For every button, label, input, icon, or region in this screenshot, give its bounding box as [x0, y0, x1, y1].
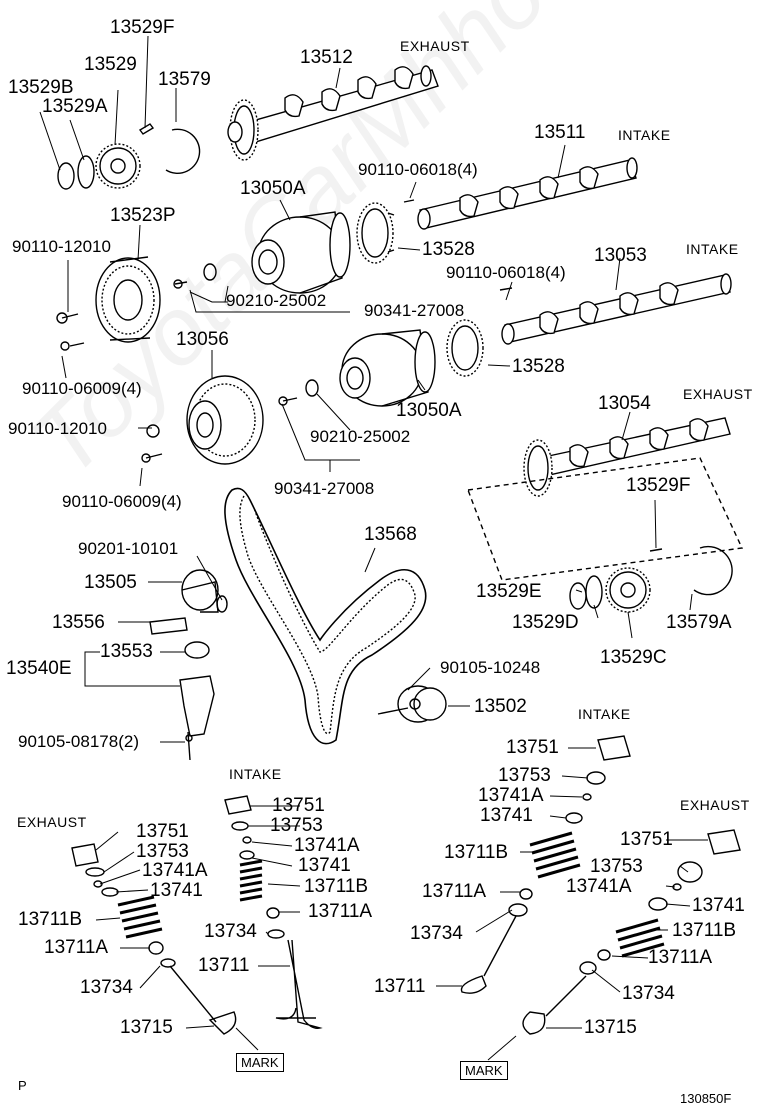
part-label: 13741 — [480, 805, 533, 826]
part-label: 13529F — [110, 17, 175, 38]
part-label: 13511 — [534, 122, 586, 143]
part-label: 13715 — [584, 1017, 637, 1038]
tag-intake-mid: INTAKE — [686, 241, 739, 257]
part-label: 90105-08178(2) — [18, 732, 139, 751]
part-label: 13711A — [648, 947, 713, 968]
footer-left: P — [18, 1078, 27, 1093]
tag-exhaust-mid: EXHAUST — [683, 386, 753, 402]
part-label: 90105-10248 — [440, 658, 541, 677]
part-label: 13529E — [476, 581, 542, 602]
tag-exhaust-top: EXHAUST — [400, 38, 470, 54]
footer-figure-code: 130850F — [680, 1091, 732, 1106]
part-label: 90341-27008 — [364, 301, 465, 320]
part-label: 13753 — [498, 765, 551, 786]
tag-intake-valve-right: INTAKE — [578, 706, 631, 722]
part-label: 13753 — [270, 815, 323, 836]
part-label: 13505 — [84, 572, 137, 593]
mark-box-left: MARK — [236, 1053, 284, 1072]
part-label: 13056 — [176, 329, 229, 350]
part-label: 90201-10101 — [78, 539, 179, 558]
part-label: 90110-12010 — [12, 237, 111, 256]
part-label: 13711B — [672, 920, 737, 941]
part-label: 13053 — [594, 245, 647, 266]
part-label: 13529D — [512, 612, 579, 633]
part-label: 13529B — [8, 77, 74, 98]
part-label: 90110-12010 — [8, 419, 107, 438]
vvt-13050A-lower — [339, 329, 436, 407]
part-label: 13054 — [598, 393, 651, 414]
part-label: 13553 — [100, 641, 153, 662]
part-label: 13528 — [422, 239, 475, 260]
part-label: 13528 — [512, 356, 565, 377]
tag-exhaust-valve-left: EXHAUST — [17, 814, 87, 830]
part-label: 90341-27008 — [274, 479, 375, 498]
part-label: 13711B — [18, 909, 83, 930]
part-label: 13751 — [272, 795, 325, 816]
valve-set-intake-right — [460, 735, 631, 994]
part-label: 13523P — [110, 205, 176, 226]
tag-intake-top: INTAKE — [618, 127, 671, 143]
part-label: 90110-06018(4) — [358, 160, 478, 179]
part-label: 90110-06018(4) — [446, 263, 566, 282]
part-label: 13502 — [474, 696, 527, 717]
camshaft-13512 — [227, 65, 439, 161]
part-label: 90210-25002 — [226, 291, 327, 310]
part-label: 13540E — [6, 658, 72, 679]
part-label: 13568 — [364, 524, 417, 545]
part-label: 13529C — [600, 647, 667, 668]
part-label: 13556 — [52, 612, 105, 633]
part-label: 13711B — [304, 876, 369, 897]
part-label: 13711B — [444, 842, 509, 863]
part-label: 13050A — [396, 400, 462, 421]
part-label: 13741 — [150, 880, 203, 901]
part-label: 13741A — [478, 785, 544, 806]
part-label: 13741A — [142, 860, 208, 881]
camshaft-13511 — [417, 157, 638, 230]
part-label: 13529 — [84, 54, 137, 75]
tag-intake-valve-mid: INTAKE — [229, 766, 282, 782]
part-label: 90110-06009(4) — [22, 379, 142, 398]
tag-exhaust-valve-right: EXHAUST — [680, 797, 750, 813]
part-label: 13050A — [240, 178, 306, 199]
part-label: 13734 — [80, 977, 133, 998]
part-label: 13579A — [666, 612, 732, 633]
part-label: 13711A — [308, 901, 373, 922]
leader-lines — [39, 35, 708, 1061]
part-label: 13741 — [692, 895, 745, 916]
part-label: 13711A — [44, 937, 109, 958]
part-label: 13753 — [136, 841, 189, 862]
part-label: 13579 — [158, 69, 211, 90]
part-label: 90110-06009(4) — [62, 492, 182, 511]
part-label: 13734 — [410, 923, 463, 944]
part-label: 13753 — [590, 856, 643, 877]
part-label: 13711 — [374, 976, 426, 997]
part-label: 13512 — [300, 47, 353, 68]
camshaft-13053 — [501, 273, 732, 345]
part-label: 13741A — [294, 835, 360, 856]
valve-set-exhaust-right — [522, 829, 741, 1035]
mark-box-right: MARK — [460, 1061, 508, 1080]
part-label: 13715 — [120, 1017, 173, 1038]
part-label: 13741 — [298, 855, 351, 876]
part-label: 90210-25002 — [310, 427, 411, 446]
part-label: 13751 — [506, 737, 559, 758]
part-label: 13529A — [42, 96, 108, 117]
part-label: 13734 — [204, 921, 257, 942]
part-label: 13529F — [626, 475, 691, 496]
part-label: 13711 — [198, 955, 250, 976]
part-label: 13711A — [422, 881, 487, 902]
part-label: 13751 — [136, 821, 189, 842]
part-label: 13751 — [620, 829, 673, 850]
part-label: 13741A — [566, 876, 632, 897]
part-label: 13734 — [622, 983, 675, 1004]
vvt-13050A-upper — [251, 211, 351, 294]
valve-set-exhaust-left — [71, 843, 237, 1035]
